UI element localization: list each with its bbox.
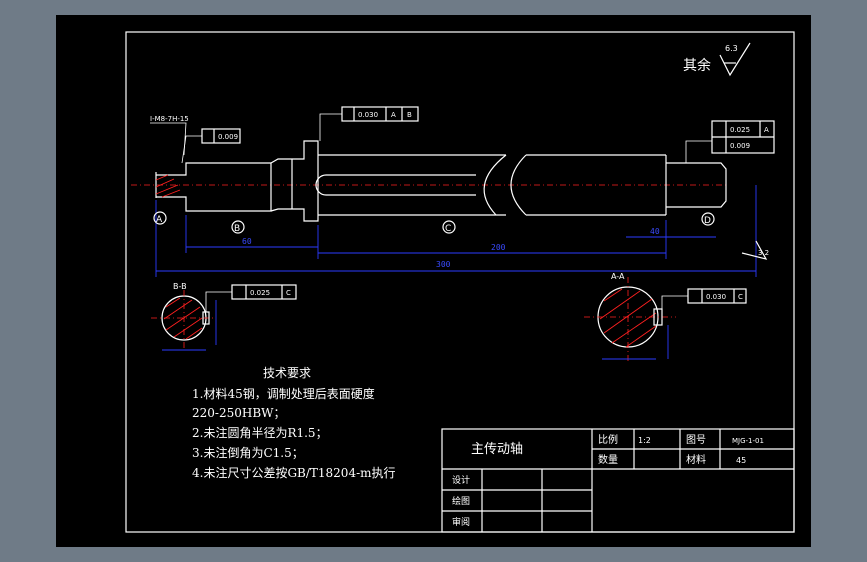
datum-c-circle: C — [442, 220, 456, 234]
svg-text:C: C — [286, 289, 291, 297]
design-label: 设计 — [452, 474, 470, 486]
scale-label: 比例 — [598, 433, 618, 446]
keyway-note: I-M8-7H-15 — [150, 115, 189, 123]
section-b-view — [151, 290, 217, 351]
roughness-symbol-right: 3.2 — [741, 240, 769, 260]
svg-text:A: A — [764, 126, 769, 134]
svg-text:0.025: 0.025 — [250, 289, 270, 297]
tech-line-4: 3.未注倒角为C1.5； — [192, 445, 304, 460]
material-label: 材料 — [686, 453, 706, 466]
dim-left-length: 60 — [242, 237, 252, 246]
dimension-lines — [155, 185, 757, 277]
section-a-view — [584, 277, 676, 363]
svg-text:D: D — [704, 216, 711, 226]
dim-overall: 300 — [436, 260, 451, 269]
tolerance-frame-1: 0.009 — [181, 128, 241, 164]
datum-d-circle: D — [701, 212, 715, 226]
tech-title: 技术要求 — [263, 366, 311, 380]
svg-text:0.009: 0.009 — [218, 133, 238, 141]
dim-mid-length: 200 — [491, 243, 506, 252]
surface-note: 其余 — [683, 57, 711, 74]
svg-text:A: A — [156, 215, 163, 225]
drawing-no-label: 图号 — [686, 434, 706, 446]
svg-text:0.030: 0.030 — [358, 111, 378, 119]
tech-line-2: 220-250HBW； — [192, 406, 285, 420]
datum-a-circle: A — [153, 211, 167, 225]
qty-label: 数量 — [598, 453, 618, 466]
svg-text:0.025: 0.025 — [730, 126, 750, 134]
cad-drawing-canvas[interactable]: 其余 6.3 — [56, 15, 811, 547]
svg-text:C: C — [445, 224, 451, 234]
roughness-symbol-main: 6.3 — [719, 42, 751, 77]
svg-text:C: C — [738, 293, 743, 301]
drawing-no-value: MJG-1-01 — [732, 437, 764, 445]
tech-line-3: 2.未注圆角半径为R1.5； — [192, 425, 328, 440]
tech-line-1: 1.材料45钢，调制处理后表面硬度 — [192, 386, 375, 401]
shaft-drawing: 其余 6.3 — [125, 31, 795, 533]
svg-text:B: B — [407, 111, 412, 119]
tech-line-5: 4.未注尺寸公差按GB/T18204-m执行 — [192, 465, 396, 480]
svg-text:0.009: 0.009 — [730, 142, 750, 150]
section-b-label: B-B — [173, 282, 187, 291]
svg-text:3.2: 3.2 — [758, 249, 769, 257]
technical-requirements: 技术要求 1.材料45钢，调制处理后表面硬度 220-250HBW； 2.未注圆… — [192, 366, 396, 480]
scale-value: 1:2 — [638, 436, 651, 445]
review-label: 审阅 — [452, 516, 470, 528]
end-hatch — [155, 174, 181, 198]
part-name: 主传动轴 — [471, 442, 523, 457]
section-a-label: A-A — [611, 272, 625, 281]
svg-text:B: B — [234, 224, 240, 234]
shaft-outline — [155, 140, 727, 222]
tolerance-frame-5: 0.030 C — [661, 288, 747, 309]
material-value: 45 — [736, 456, 746, 465]
datum-b-circle: B — [231, 220, 245, 234]
tolerance-frame-4: 0.025 C — [205, 284, 297, 312]
dim-right-length: 40 — [650, 227, 660, 236]
title-block: 主传动轴 比例 1:2 图号 MJG-1-01 数量 材料 45 设计 绘图 审… — [441, 428, 795, 533]
svg-text:0.030: 0.030 — [706, 293, 726, 301]
svg-text:6.3: 6.3 — [725, 44, 738, 53]
tolerance-frame-3: 0.025 A 0.009 — [685, 120, 775, 163]
draw-label: 绘图 — [452, 495, 470, 507]
svg-text:A: A — [391, 111, 396, 119]
tolerance-frame-2: 0.030 A B — [319, 106, 419, 141]
